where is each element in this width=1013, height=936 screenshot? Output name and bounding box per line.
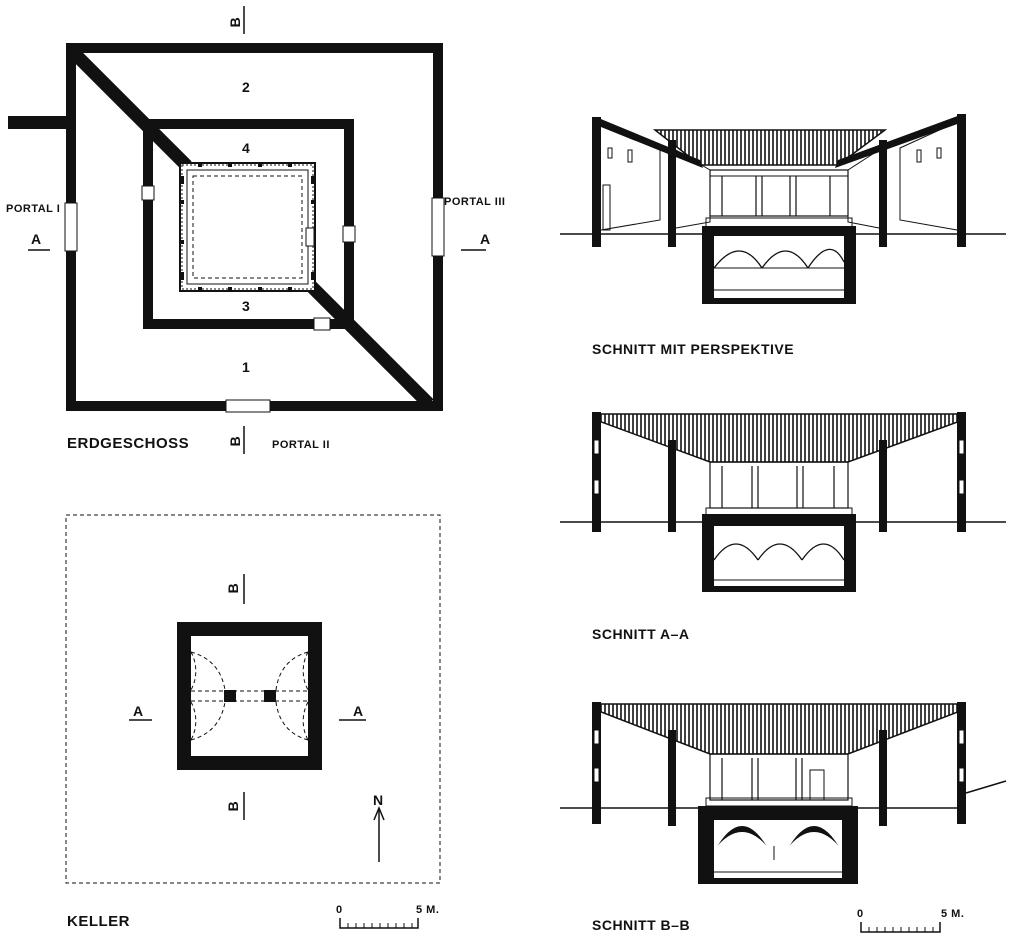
portal-2-label: PORTAL II: [272, 439, 330, 451]
north-arrow: N: [373, 792, 385, 862]
room-number-3: 3: [242, 298, 250, 314]
svg-text:B: B: [225, 583, 241, 594]
section-marker-a-west: A: [28, 231, 50, 251]
svg-text:5 M.: 5 M.: [941, 908, 964, 920]
ground-floor-caption: ERDGESCHOSS: [67, 435, 189, 452]
portal-1-label: PORTAL I: [6, 203, 60, 215]
cellar-section-marker-a-west: A: [129, 703, 152, 721]
section-a-a-caption: SCHNITT A–A: [592, 626, 690, 642]
svg-text:A: A: [353, 703, 364, 719]
svg-text:0: 0: [857, 908, 864, 920]
section-a-a: SCHNITT A–A: [560, 412, 1006, 642]
svg-text:A: A: [133, 703, 144, 719]
svg-text:B: B: [227, 436, 243, 447]
cellar-section-marker-a-east: A: [339, 703, 366, 721]
cellar-section-marker-b-north: B: [225, 574, 245, 604]
svg-text:0: 0: [336, 904, 343, 916]
svg-text:B: B: [227, 17, 243, 28]
svg-text:N: N: [373, 792, 384, 808]
section-marker-a-east: A: [461, 231, 491, 251]
cellar-section-marker-b-south: B: [225, 792, 245, 820]
portal-3-label: PORTAL III: [444, 196, 505, 208]
section-b-b-caption: SCHNITT B–B: [592, 917, 690, 933]
room-number-1: 1: [242, 359, 250, 375]
ground-floor-plan: 2 4 3 1 PORTAL I PORTAL III PORTAL II A …: [6, 6, 505, 454]
cellar-scale-bar: 0 5 M.: [336, 904, 439, 929]
svg-text:A: A: [480, 231, 491, 247]
svg-text:B: B: [225, 801, 241, 812]
svg-text:5 M.: 5 M.: [416, 904, 439, 916]
section-marker-b-north: B: [227, 6, 245, 34]
svg-text:A: A: [31, 231, 42, 247]
section-marker-b-south: B: [227, 426, 245, 454]
room-number-4: 4: [242, 140, 250, 156]
room-number-2: 2: [242, 79, 250, 95]
perspective-section-caption: SCHNITT MIT PERSPEKTIVE: [592, 341, 794, 357]
section-b-b: SCHNITT B–B 0 5 M.: [560, 702, 1007, 933]
cellar-caption: KELLER: [67, 913, 130, 930]
sections-scale-bar: 0 5 M.: [857, 908, 964, 933]
section-perspective: SCHNITT MIT PERSPEKTIVE: [560, 114, 1006, 357]
cellar-plan: A A B B N 0 5 M.: [65, 514, 441, 930]
